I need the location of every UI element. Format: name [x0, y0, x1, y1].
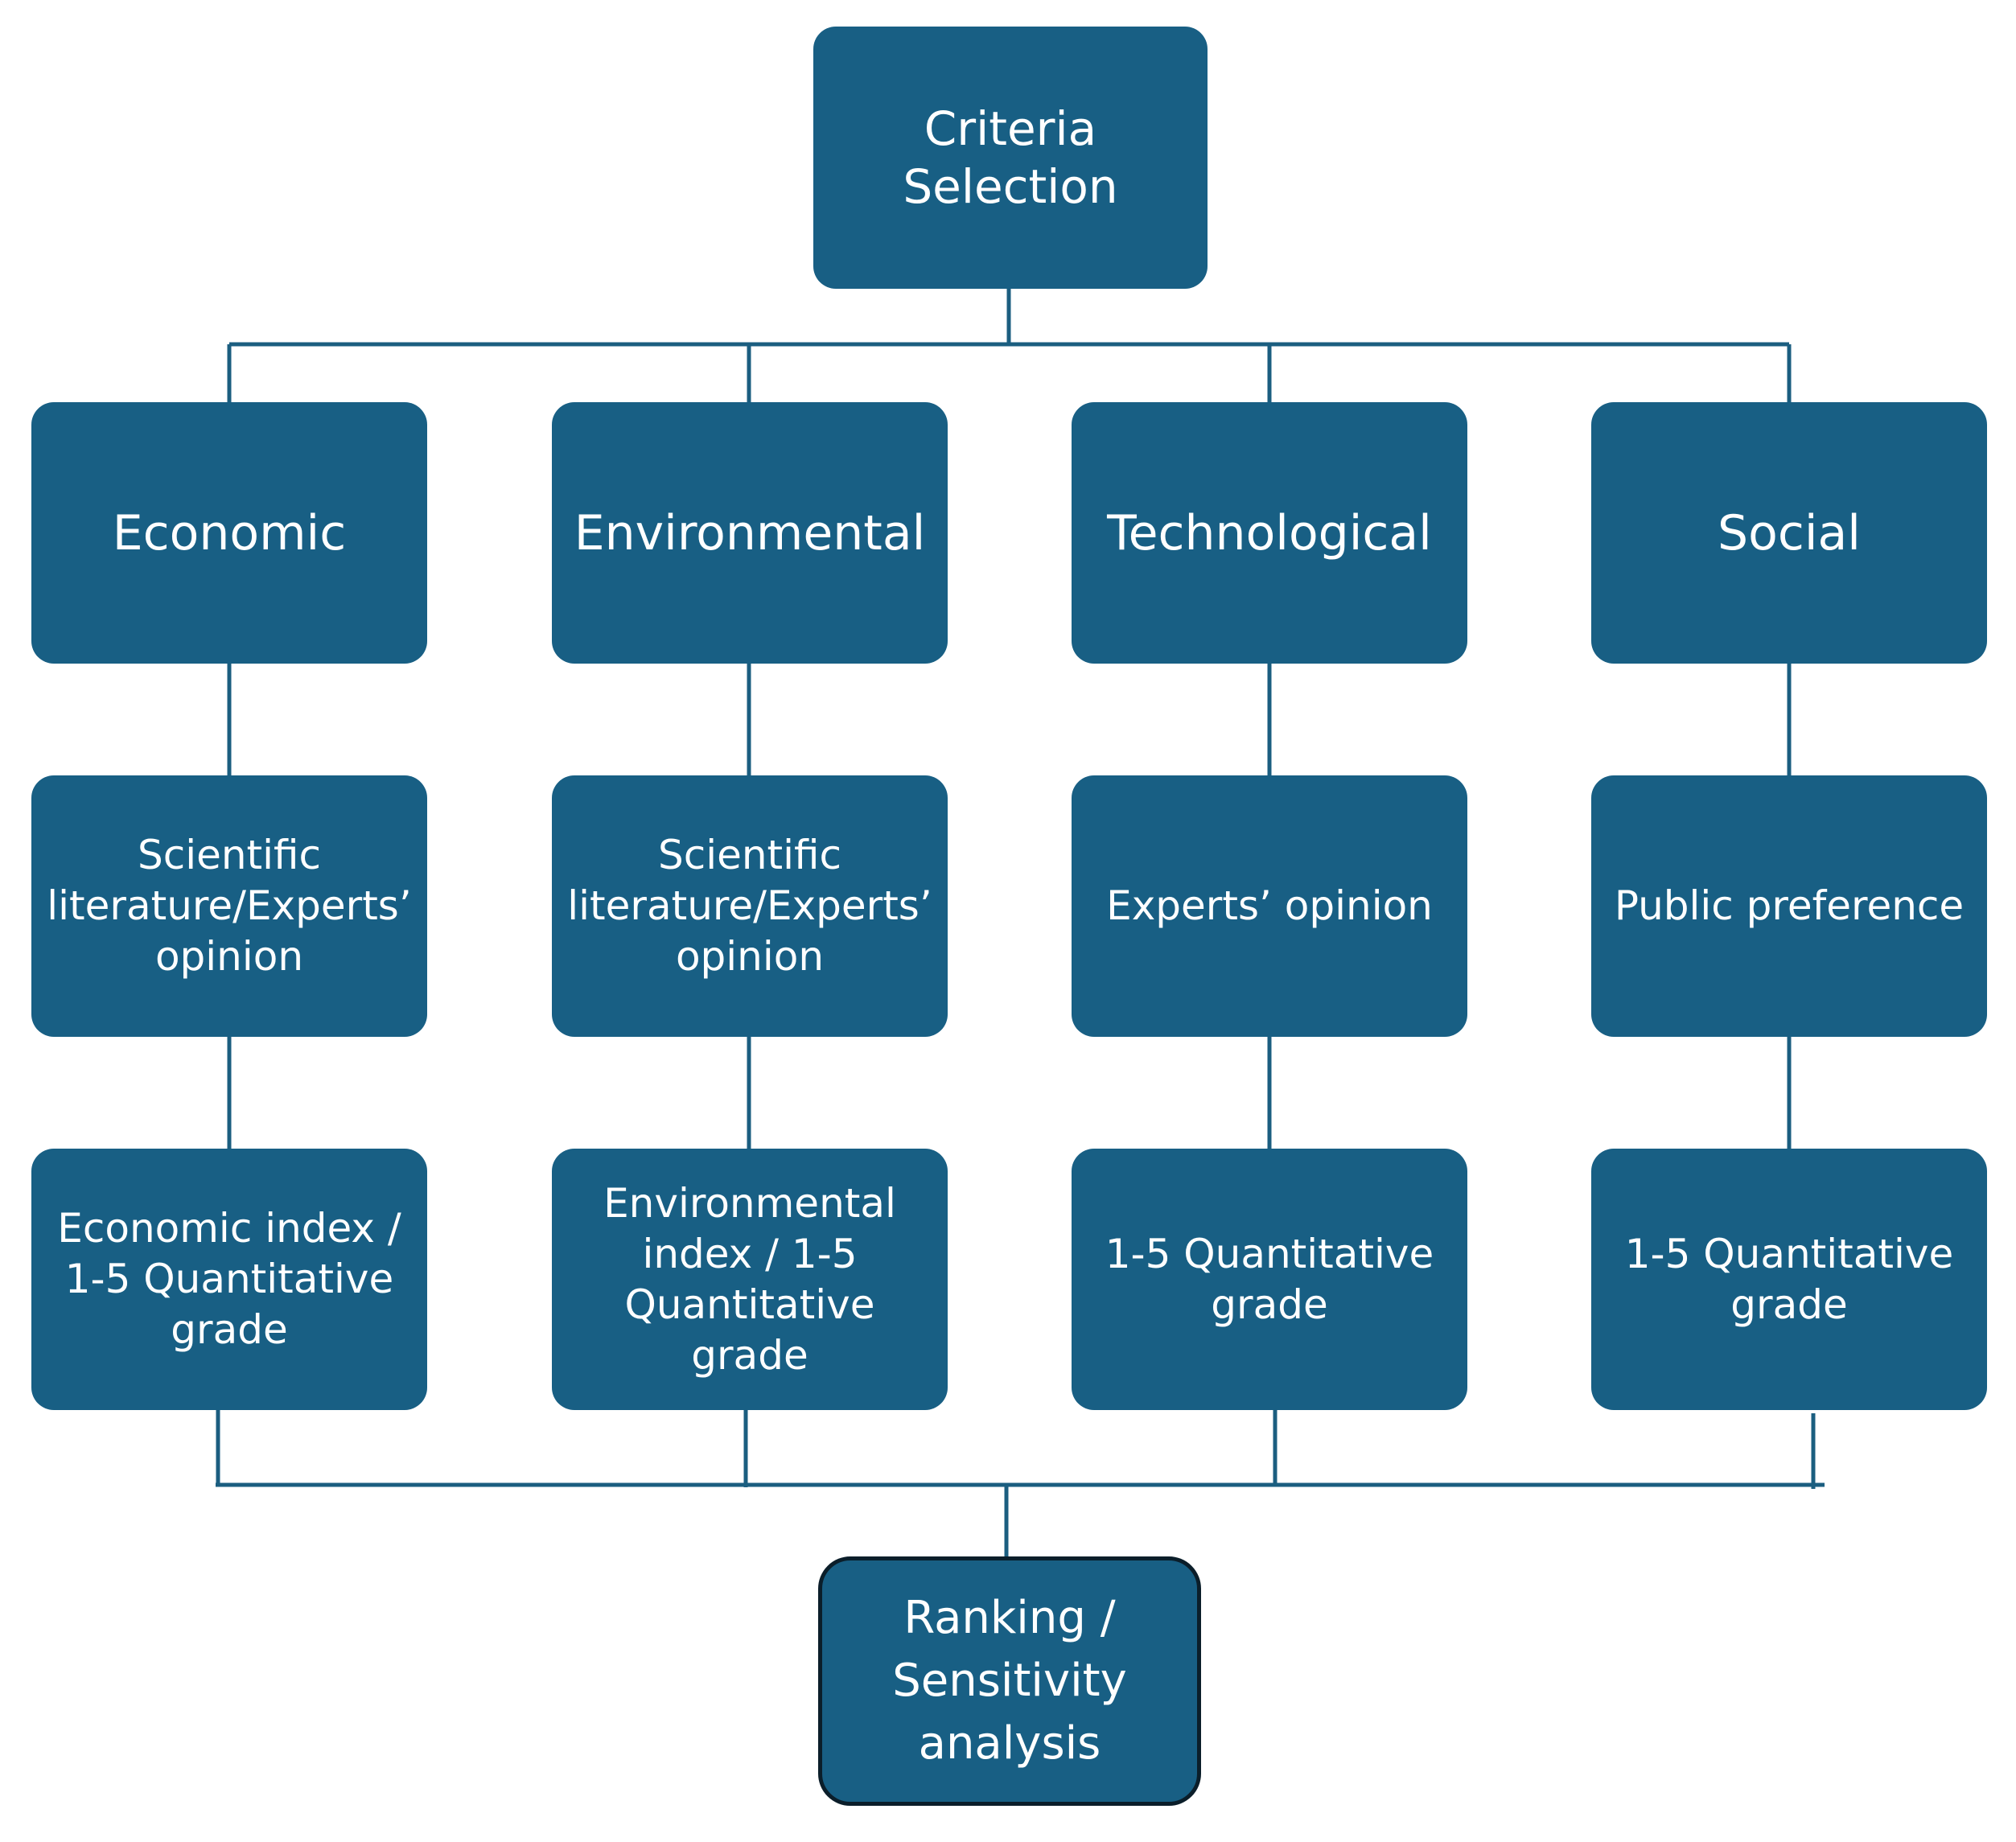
category-label-economic: Economic: [112, 504, 347, 561]
ranking-sensitivity-label: Ranking / Sensitivity analysis: [892, 1592, 1127, 1770]
source-label-environmental: Scientific literature/Experts’ opinion: [567, 832, 932, 980]
source-box-technological: Experts’ opinion: [1072, 775, 1467, 1037]
grade-label-technological: 1-5 Quantitative grade: [1105, 1230, 1434, 1328]
grade-label-environmental: Environmental index / 1-5 Quantitative g…: [603, 1179, 896, 1379]
grade-box-economic: Economic index / 1-5 Quantitative grade: [31, 1149, 427, 1410]
source-box-environmental: Scientific literature/Experts’ opinion: [552, 775, 948, 1037]
source-box-social: Public preference: [1591, 775, 1987, 1037]
criteria-selection-label: Criteria Selection: [903, 101, 1118, 214]
grade-label-social: 1-5 Quantitative grade: [1624, 1230, 1954, 1328]
grade-box-social: 1-5 Quantitative grade: [1591, 1149, 1987, 1410]
category-box-environmental: Environmental: [552, 402, 948, 664]
grade-label-economic: Economic index / 1-5 Quantitative grade: [57, 1205, 401, 1353]
grade-box-technological: 1-5 Quantitative grade: [1072, 1149, 1467, 1410]
grade-box-environmental: Environmental index / 1-5 Quantitative g…: [552, 1149, 948, 1410]
source-label-economic: Scientific literature/Experts’ opinion: [47, 832, 412, 980]
ranking-sensitivity-box: Ranking / Sensitivity analysis: [818, 1556, 1201, 1806]
category-label-technological: Technological: [1107, 504, 1432, 561]
category-box-economic: Economic: [31, 402, 427, 664]
criteria-selection-box: Criteria Selection: [813, 27, 1208, 289]
category-label-social: Social: [1718, 504, 1861, 561]
source-box-economic: Scientific literature/Experts’ opinion: [31, 775, 427, 1037]
source-label-technological: Experts’ opinion: [1106, 882, 1433, 929]
category-box-social: Social: [1591, 402, 1987, 664]
source-label-social: Public preference: [1614, 882, 1965, 929]
category-label-environmental: Environmental: [574, 504, 926, 561]
category-box-technological: Technological: [1072, 402, 1467, 664]
